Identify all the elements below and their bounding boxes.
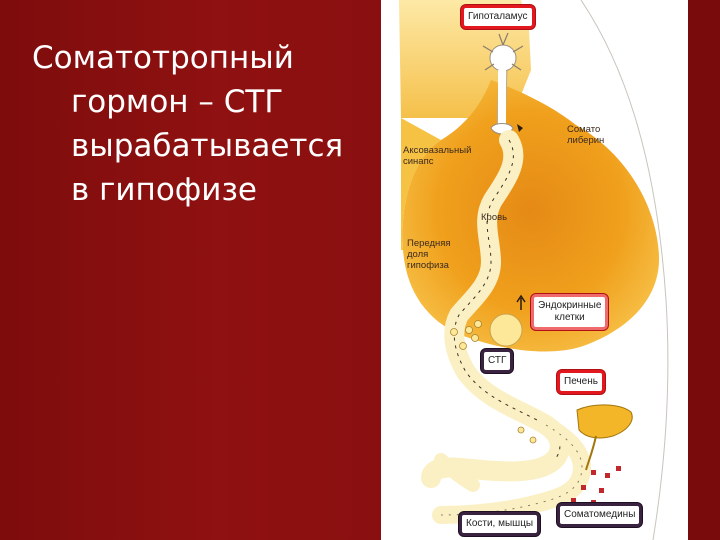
anterior-label-line: доля <box>407 249 451 260</box>
slide-right-band <box>688 0 720 540</box>
label-endocrine-cells: Эндокринные клетки <box>531 294 608 330</box>
slide-title-line: вырабатывается <box>32 124 372 168</box>
label-liver: Печень <box>557 370 605 394</box>
somatoliberin-label-line: Сомато <box>567 124 604 135</box>
neuron-body <box>490 45 516 71</box>
label-somatomedins: Соматомедины <box>557 503 642 527</box>
hormone-granule <box>472 335 479 342</box>
axovasal-label-line: синапс <box>403 156 471 167</box>
endocrine-cell <box>490 314 522 346</box>
stg-granule <box>530 437 536 443</box>
diagram-panel: Гипоталамус Сомато либерин Аксовазальный… <box>381 0 688 540</box>
slide-title-line: в гипофизе <box>32 168 372 212</box>
stg-label-text: СТГ <box>488 355 506 366</box>
neuron-axon-fill <box>498 70 506 128</box>
slide-title-line: гормон – СТГ <box>32 80 372 124</box>
label-bones-muscles: Кости, мышцы <box>459 512 540 536</box>
anterior-label-line: гипофиза <box>407 260 451 271</box>
hormone-granule <box>460 343 467 350</box>
stg-granule <box>518 427 524 433</box>
endocrine-label-line: Эндокринные <box>538 300 601 312</box>
label-axovasal-synapse: Аксовазальный синапс <box>403 145 471 167</box>
somatoliberin-label-line: либерин <box>567 135 604 146</box>
slide-title: Соматотропный гормон – СТГ вырабатываетс… <box>32 36 372 212</box>
anterior-label-line: Передняя <box>407 238 451 249</box>
label-anterior-pituitary: Передняя доля гипофиза <box>407 238 451 271</box>
label-hypothalamus: Гипоталамус <box>461 5 535 29</box>
label-stg: СТГ <box>481 349 513 373</box>
hormone-granule <box>475 321 482 328</box>
somatomedins-label-text: Соматомедины <box>564 509 635 520</box>
hormone-granule <box>466 327 473 334</box>
label-somatoliberin: Сомато либерин <box>567 124 604 146</box>
hypothalamus-label-text: Гипоталамус <box>468 11 528 22</box>
bones-muscles-label-text: Кости, мышцы <box>466 518 533 529</box>
slide-title-line: Соматотропный <box>32 36 372 80</box>
blood-label-text: Кровь <box>481 212 507 223</box>
axovasal-label-line: Аксовазальный <box>403 145 471 156</box>
endocrine-label-line: клетки <box>538 312 601 324</box>
label-blood: Кровь <box>481 212 507 223</box>
liver-icon <box>577 405 632 438</box>
liver-label-text: Печень <box>564 376 598 387</box>
hormone-granule <box>451 329 458 336</box>
